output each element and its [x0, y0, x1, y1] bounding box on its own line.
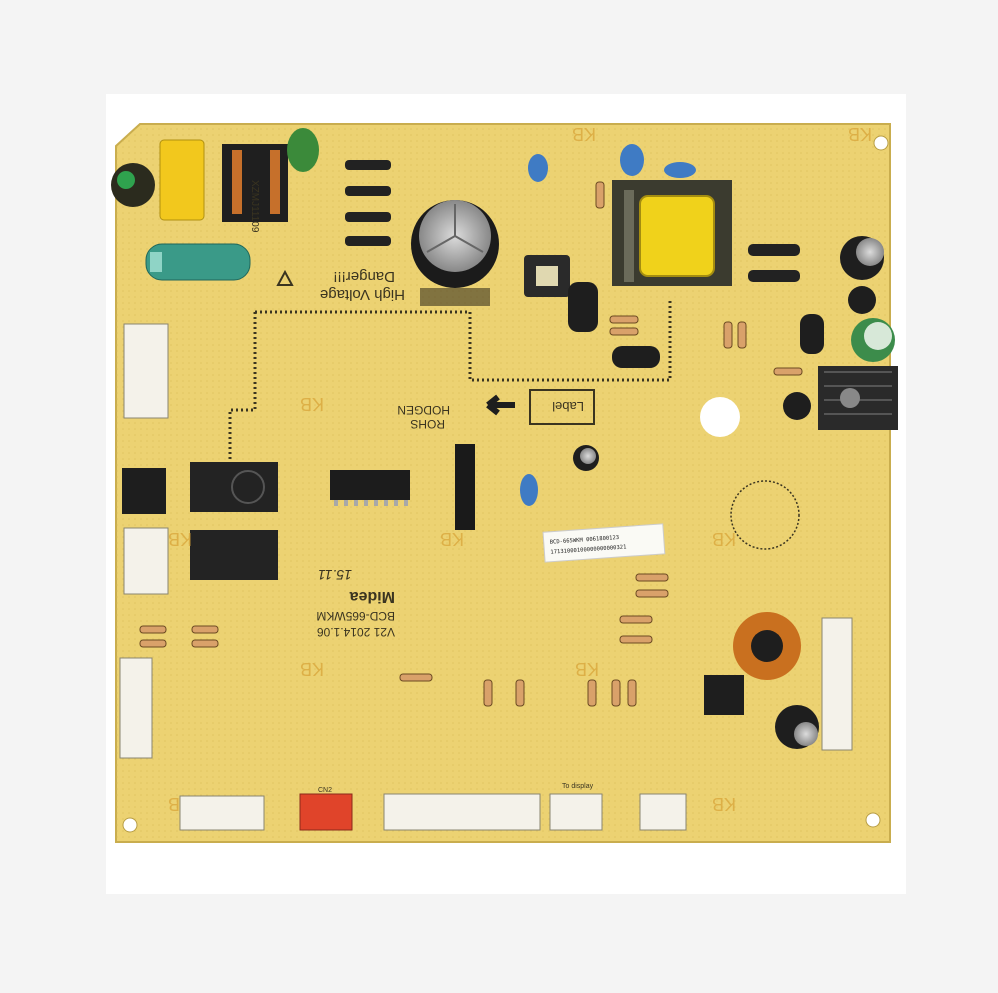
pin-header: [455, 444, 475, 530]
mounting-hole: [865, 812, 881, 828]
kb-watermark: KB: [572, 124, 596, 144]
label-box-text: Label: [552, 399, 584, 414]
cn2-label: CN2: [318, 787, 332, 794]
electrolytic-capacitor: [848, 286, 876, 314]
kb-watermark: KB: [168, 529, 192, 549]
power-transistor: [704, 675, 744, 715]
x-capacitor: [159, 139, 205, 221]
connector: [119, 657, 153, 759]
svg-text:Midea: Midea: [350, 588, 395, 605]
electrolytic-capacitor: [612, 346, 660, 368]
svg-text:BCD-665WKM 0061800123: BCD-665WKM 0061800123: [550, 535, 620, 546]
diode: [748, 244, 800, 256]
varistor: [287, 128, 319, 172]
connector: [123, 323, 169, 419]
connector: [179, 795, 265, 831]
diode: [748, 270, 800, 282]
display-connector-label: To display: [562, 783, 594, 790]
label-box: [529, 389, 595, 425]
kb-watermark: KB: [848, 124, 872, 144]
hv-warning: High Voltage Danger!!!: [320, 268, 405, 303]
mounting-hole: [700, 397, 740, 437]
handwritten-date: 15.11: [318, 567, 352, 583]
mounting-hole: [122, 817, 138, 833]
svg-text:ROHS: ROHS: [410, 417, 445, 431]
connector: [639, 793, 687, 831]
blue-capacitor: [664, 162, 696, 178]
fuse: [145, 243, 251, 281]
mounting-hole: [873, 135, 889, 151]
hv-zone-outline: [228, 300, 672, 470]
hv-warning-icon: [276, 269, 294, 286]
svg-text:High Voltage: High Voltage: [320, 286, 405, 303]
toroid-outline: [730, 480, 800, 550]
barcode-sticker: BCD-665WKM 0061800123 171310001000000000…: [542, 523, 666, 563]
blue-capacitor: [528, 154, 548, 182]
electrolytic-capacitor: [568, 282, 598, 332]
direction-arrow-icon: [486, 394, 515, 416]
diode-row: [345, 160, 391, 246]
kb-watermark: KB: [712, 529, 736, 549]
model-marking: V21 2014.1.06 BCD-665WKM Midea: [316, 588, 395, 639]
blue-capacitor: [520, 474, 538, 506]
microcontroller-ic: [330, 470, 410, 500]
svg-text:V21 2014.1.06: V21 2014.1.06: [317, 625, 395, 639]
rohs-marking: ROHS HODGEN: [397, 403, 450, 431]
svg-text:Danger!!!: Danger!!!: [333, 268, 395, 285]
svg-text:17131000100000000000321: 17131000100000000000321: [550, 544, 626, 555]
kb-watermark: KB: [575, 659, 599, 679]
relay: [190, 530, 278, 580]
resistor-array: [139, 181, 803, 707]
connector-cn2: [299, 793, 353, 831]
blue-capacitor: [620, 144, 644, 176]
kb-watermark: KB: [440, 529, 464, 549]
connector: [123, 527, 169, 595]
kb-watermark: KB: [300, 659, 324, 679]
kb-watermark: KB: [300, 394, 324, 414]
connector: [821, 617, 853, 751]
connector: [383, 793, 541, 831]
transformer-code: XZMJ11109: [249, 180, 260, 233]
electrolytic-capacitor: [783, 392, 811, 420]
electrolytic-capacitor: [800, 314, 824, 354]
kb-watermark: KB: [712, 794, 736, 814]
connector: [549, 793, 603, 831]
connector: [122, 468, 166, 514]
svg-text:HODGEN: HODGEN: [397, 403, 450, 417]
svg-text:BCD-665WKM: BCD-665WKM: [316, 609, 395, 623]
